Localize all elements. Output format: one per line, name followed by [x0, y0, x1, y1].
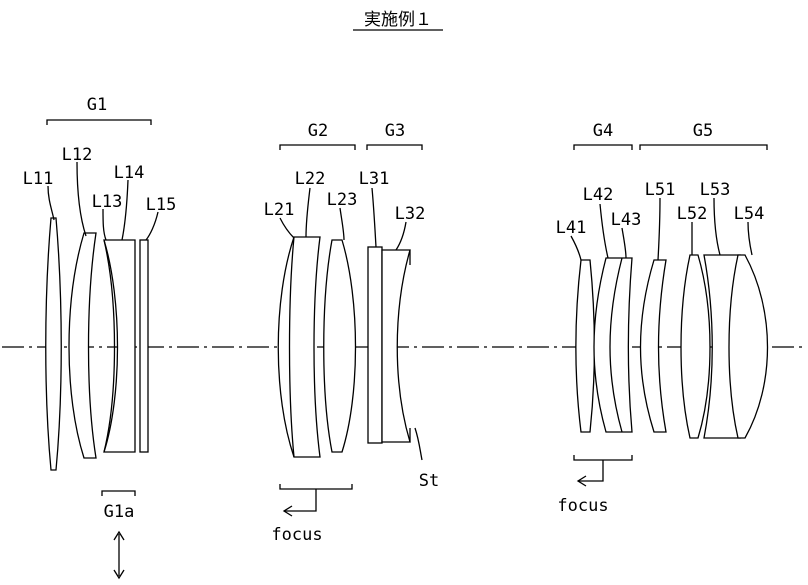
leader-l21: [279, 217, 295, 239]
lens-l31: [367, 246, 383, 444]
lens-label-l21: L21: [264, 200, 295, 220]
group-label-g2: G2: [308, 121, 328, 141]
focus-label-g2: focus: [271, 525, 322, 545]
focus-arrow-head-g4: [576, 475, 587, 487]
leader-l42: [599, 203, 609, 259]
title: 実施例１: [364, 10, 432, 30]
lens-l11: [45, 217, 62, 471]
group-bracket-g2: [279, 144, 356, 150]
lens-label-l31: L31: [359, 169, 390, 189]
lens-l51: [639, 259, 667, 433]
leader-l43: [621, 227, 627, 259]
sub-group-bracket-g1a: [101, 490, 136, 496]
g1a-move-arrow-down-head: [113, 569, 125, 580]
g1a-move-arrow-up-head: [113, 530, 125, 541]
lens-l15: [139, 239, 149, 453]
lens-label-l11: L11: [23, 169, 54, 189]
lens-label-l43: L43: [611, 210, 642, 230]
leader-l32: [395, 221, 407, 251]
leader-stop: [414, 427, 423, 461]
group-bracket-g4: [573, 144, 633, 150]
leader-l51: [657, 197, 661, 261]
leader-l54: [747, 221, 753, 256]
focus-arrow-g2: [284, 489, 317, 512]
group-label-g1: G1: [87, 95, 107, 115]
leader-l22: [305, 187, 311, 238]
lens-label-l23: L23: [327, 190, 358, 210]
lens-label-l52: L52: [677, 204, 708, 224]
focus-arrow-g4: [578, 460, 604, 482]
lens-l21-l22: [277, 236, 321, 458]
lens-l42-l43-interface: [609, 257, 623, 433]
leader-l23: [339, 207, 345, 241]
leader-l31: [371, 187, 377, 248]
lens-label-l14: L14: [114, 163, 145, 183]
lens-l13-l14-interface: [103, 239, 116, 453]
group-bracket-g1: [46, 119, 152, 125]
leader-l14: [121, 179, 129, 241]
lens-label-l13: L13: [92, 192, 123, 212]
stop-label: St: [419, 471, 439, 491]
leader-l13: [102, 208, 107, 241]
leader-l41: [570, 235, 582, 261]
group-label-g3: G3: [385, 121, 405, 141]
group-bracket-g3: [366, 144, 423, 150]
lens-l13-l14: [103, 239, 136, 453]
lens-label-l42: L42: [583, 185, 614, 205]
leader-l53: [713, 197, 721, 256]
lens-label-l53: L53: [700, 180, 731, 200]
lens-label-l41: L41: [556, 218, 587, 238]
lens-label-l32: L32: [395, 204, 426, 224]
lens-l21-l22-interface: [288, 236, 295, 458]
group-bracket-g5: [639, 144, 768, 150]
lens-label-l54: L54: [734, 204, 765, 224]
lens-label-l12: L12: [62, 145, 93, 165]
lens-l23: [323, 239, 357, 453]
lens-l52: [680, 254, 711, 439]
lens-label-l22: L22: [295, 169, 326, 189]
sub-group-label-g1a: G1a: [104, 502, 135, 522]
leader-l12: [76, 161, 87, 237]
leader-l11: [47, 185, 55, 221]
lens-l41: [575, 259, 596, 433]
focus-bracket-g2: [279, 484, 353, 490]
focus-arrow-head-g2: [282, 505, 293, 517]
lens-l42-l43: [593, 257, 633, 433]
lens-l32: [381, 249, 411, 443]
lens-label-l51: L51: [645, 180, 676, 200]
lens-l12: [68, 232, 97, 459]
group-label-g4: G4: [593, 121, 613, 141]
lens-label-l15: L15: [146, 195, 177, 215]
lens-l54: [728, 254, 769, 439]
leader-l15: [145, 211, 159, 241]
focus-label-g4: focus: [557, 496, 608, 516]
group-label-g5: G5: [693, 121, 713, 141]
focus-bracket-g4: [573, 455, 633, 461]
